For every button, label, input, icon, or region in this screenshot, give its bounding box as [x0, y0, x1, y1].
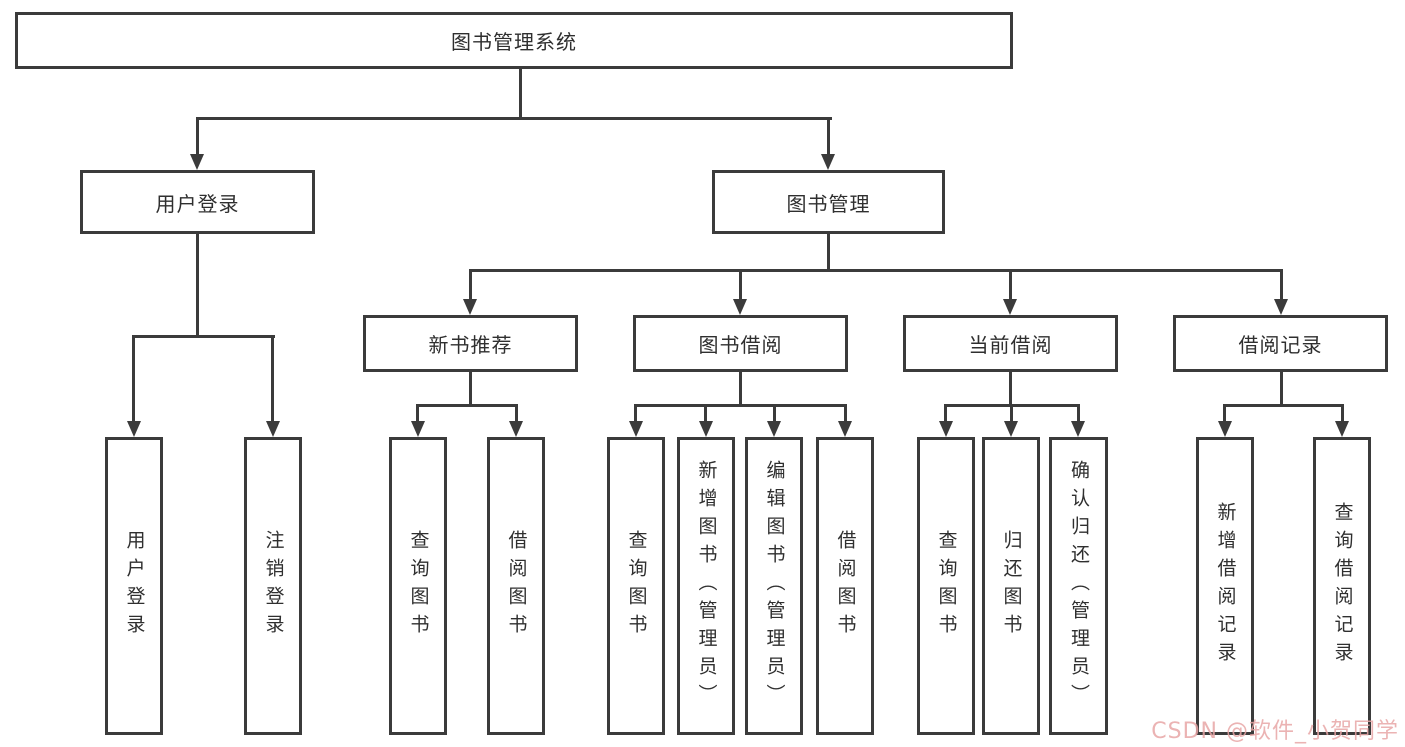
leaf-user-login: 用户登录	[105, 437, 163, 735]
node-label: 图书管理	[786, 191, 871, 216]
node-user-login: 用户登录	[80, 170, 315, 234]
connector-stub-br-2	[704, 404, 707, 422]
node-label: 用户登录	[123, 530, 146, 642]
node-label: 借阅记录	[1238, 333, 1323, 357]
connector-stub-cu-1	[944, 404, 947, 422]
connector-stub-br-3	[773, 404, 776, 422]
node-label: 归还图书	[1000, 530, 1023, 642]
arrow-down-br-1	[629, 421, 643, 437]
node-label: 图书管理系统	[451, 30, 577, 54]
leaf-borrow-book: 借阅图书	[816, 437, 874, 735]
leaf-borrow-query: 查询图书	[607, 437, 665, 735]
connector-stub-user-login	[196, 117, 199, 155]
connector-stub-record	[1280, 269, 1283, 301]
arrow-down-cu-3	[1071, 421, 1085, 437]
node-label: 查询借阅记录	[1331, 502, 1354, 670]
connector-stub-newbook	[469, 269, 472, 301]
arrow-down-re-1	[1218, 421, 1232, 437]
leaf-borrow-add-admin: 新增图书（管理员）	[677, 437, 735, 735]
arrow-down-br-2	[699, 421, 713, 437]
arrow-down-cu-1	[939, 421, 953, 437]
arrow-down-borrow	[733, 299, 747, 315]
connector-stub-leaf-user-1	[132, 335, 135, 422]
node-label: 用户登录	[155, 191, 240, 216]
node-label: 新增图书（管理员）	[695, 460, 718, 712]
connector-borrow-trunk	[739, 372, 742, 407]
connector-stub-current	[1009, 269, 1012, 301]
node-label: 查询图书	[407, 530, 430, 642]
node-label: 新书推荐	[428, 333, 513, 357]
connector-stub-nb-2	[515, 404, 518, 422]
connector-level1-hline	[196, 117, 832, 120]
node-new-book-recommend: 新书推荐	[363, 315, 578, 372]
arrow-down-book-mgmt	[821, 154, 835, 170]
connector-record-hline	[1223, 404, 1344, 407]
node-current-borrow: 当前借阅	[903, 315, 1118, 372]
connector-stub-re-1	[1223, 404, 1226, 422]
connector-borrow-hline	[634, 404, 847, 407]
leaf-newbook-borrow: 借阅图书	[487, 437, 545, 735]
connector-stub-cu-2	[1010, 404, 1013, 422]
arrow-down-leaf-user-1	[127, 421, 141, 437]
leaf-logout: 注销登录	[244, 437, 302, 735]
connector-user-trunk	[196, 234, 199, 338]
connector-record-trunk	[1280, 372, 1283, 407]
node-book-management: 图书管理	[712, 170, 945, 234]
arrow-down-br-3	[767, 421, 781, 437]
arrow-down-nb-1	[411, 421, 425, 437]
node-label: 借阅图书	[505, 530, 528, 642]
connector-stub-book-mgmt	[827, 117, 830, 155]
node-label: 查询图书	[935, 530, 958, 642]
connector-stub-re-2	[1341, 404, 1344, 422]
arrow-down-cu-2	[1004, 421, 1018, 437]
leaf-record-add: 新增借阅记录	[1196, 437, 1254, 735]
node-label: 借阅图书	[834, 530, 857, 642]
connector-user-hline	[132, 335, 275, 338]
arrow-down-newbook	[463, 299, 477, 315]
leaf-current-return: 归还图书	[982, 437, 1040, 735]
node-label: 注销登录	[262, 530, 285, 642]
connector-newbook-hline	[416, 404, 518, 407]
connector-root-trunk	[519, 69, 522, 120]
node-label: 编辑图书（管理员）	[763, 460, 786, 712]
node-borrow-record: 借阅记录	[1173, 315, 1388, 372]
arrow-down-user-login	[190, 154, 204, 170]
connector-newbook-trunk	[469, 372, 472, 407]
arrow-down-br-4	[838, 421, 852, 437]
node-label: 确认归还（管理员）	[1068, 460, 1090, 712]
connector-stub-cu-3	[1077, 404, 1080, 422]
arrow-down-nb-2	[509, 421, 523, 437]
leaf-current-query: 查询图书	[917, 437, 975, 735]
leaf-newbook-query: 查询图书	[389, 437, 447, 735]
connector-mgmt-trunk	[827, 234, 830, 272]
connector-current-trunk	[1009, 372, 1012, 407]
connector-stub-borrow	[739, 269, 742, 301]
connector-stub-leaf-user-2	[271, 335, 274, 422]
arrow-down-re-2	[1335, 421, 1349, 437]
leaf-record-query: 查询借阅记录	[1313, 437, 1371, 735]
node-label: 查询图书	[625, 530, 648, 642]
connector-stub-br-4	[844, 404, 847, 422]
node-label: 当前借阅	[968, 333, 1053, 357]
leaf-current-confirm-admin: 确认归还（管理员）	[1049, 437, 1108, 735]
arrow-down-current	[1003, 299, 1017, 315]
connector-level2-hline	[469, 269, 1283, 272]
node-label: 新增借阅记录	[1214, 502, 1237, 670]
arrow-down-record	[1274, 299, 1288, 315]
leaf-borrow-edit-admin: 编辑图书（管理员）	[745, 437, 803, 735]
node-library-system: 图书管理系统	[15, 12, 1013, 69]
arrow-down-leaf-user-2	[266, 421, 280, 437]
connector-stub-nb-1	[416, 404, 419, 422]
connector-stub-br-1	[634, 404, 637, 422]
node-book-borrow: 图书借阅	[633, 315, 848, 372]
node-label: 图书借阅	[698, 333, 783, 357]
